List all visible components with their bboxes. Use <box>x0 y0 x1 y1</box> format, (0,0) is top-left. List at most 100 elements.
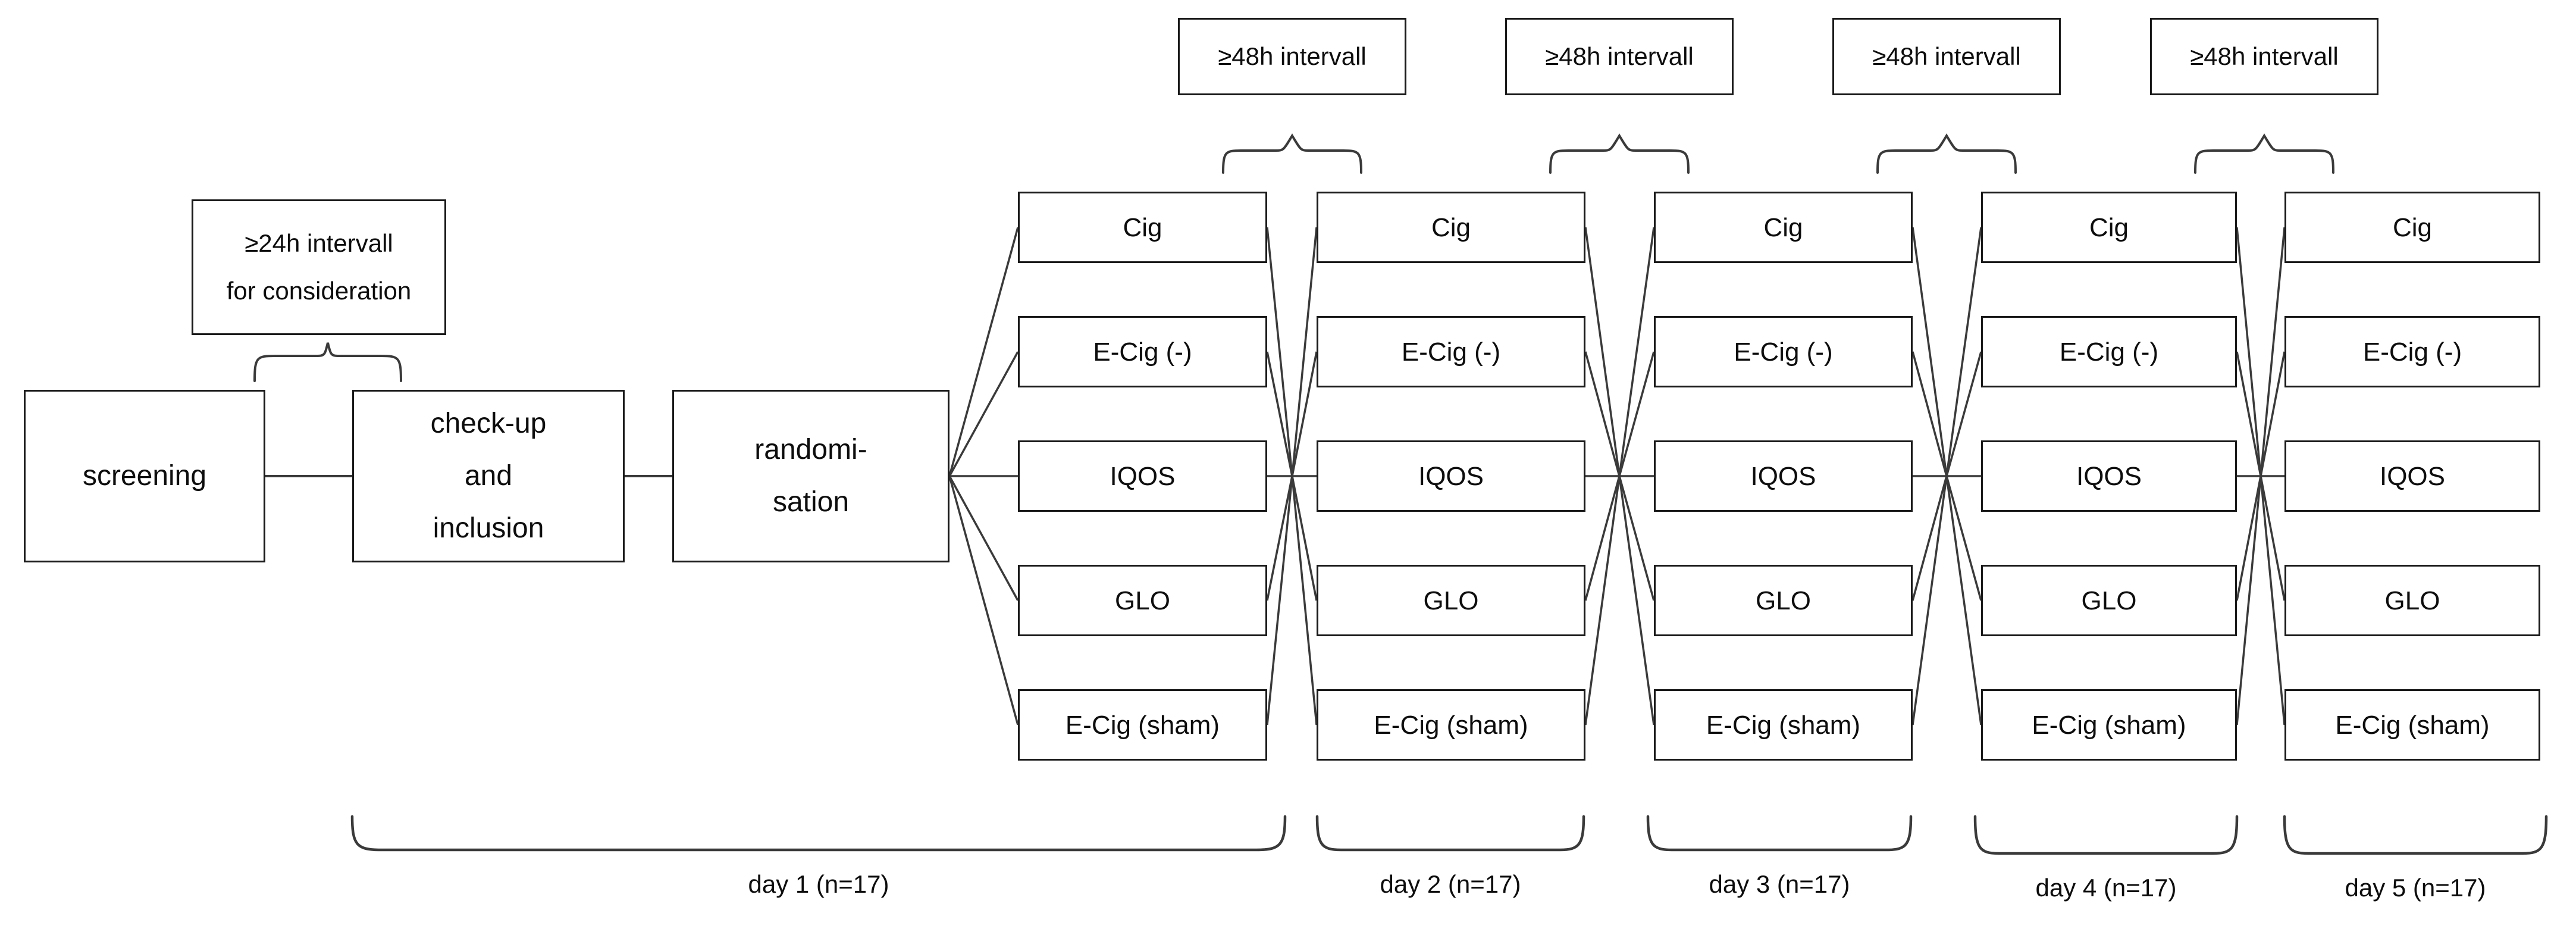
interval-note-label-3: ≥48h intervall <box>1872 42 2021 70</box>
arm-label: E-Cig (sham) <box>2032 710 2186 740</box>
arm-label: Cig <box>1763 212 1803 242</box>
arm-box-day3-iqos[interactable]: IQOS <box>1654 440 1913 512</box>
cross-3-right-1 <box>1945 227 1982 477</box>
cross-4-left-1 <box>2236 227 2262 477</box>
brace-consideration <box>253 342 402 382</box>
day-label-3: day 3 (n=17) <box>1709 870 1850 898</box>
bracket-day-4 <box>1973 815 2239 855</box>
arm-box-day2-cig[interactable]: Cig <box>1317 192 1585 263</box>
cross-3-left-2 <box>1911 351 1948 477</box>
cross-2-right-4 <box>1618 476 1655 601</box>
arm-box-day5-ecig-neg[interactable]: E-Cig (-) <box>2284 316 2540 387</box>
cross-2-left-5 <box>1584 476 1621 725</box>
cross-4-left-2 <box>2236 351 2262 477</box>
cross-1-right-4 <box>1291 476 1318 601</box>
note-box-interval-2[interactable]: ≥48h intervall <box>1505 18 1734 95</box>
arm-label: E-Cig (-) <box>2362 337 2462 367</box>
cross-3-right-2 <box>1945 351 1982 477</box>
arm-label: Cig <box>1431 212 1471 242</box>
brace-interval-2 <box>1549 133 1690 174</box>
interval-note-label-2: ≥48h intervall <box>1545 42 1694 70</box>
day-label-5: day 5 (n=17) <box>2345 874 2486 902</box>
arm-box-day1-ecig-neg[interactable]: E-Cig (-) <box>1018 316 1267 387</box>
arm-box-day1-cig[interactable]: Cig <box>1018 192 1267 263</box>
arm-box-day3-ecig-neg[interactable]: E-Cig (-) <box>1654 316 1913 387</box>
interval-note-label-1: ≥48h intervall <box>1218 42 1367 70</box>
cross-1-left-2 <box>1266 351 1293 477</box>
day-label-1: day 1 (n=17) <box>748 870 889 898</box>
arm-box-day2-ecig-neg[interactable]: E-Cig (-) <box>1317 316 1585 387</box>
bracket-day-5 <box>2283 815 2548 855</box>
arm-label: E-Cig (-) <box>2059 337 2159 367</box>
cross-1-left-4 <box>1266 476 1293 601</box>
arm-box-day2-glo[interactable]: GLO <box>1317 565 1585 636</box>
cross-1-right-2 <box>1291 351 1318 477</box>
cross-2-right-2 <box>1618 351 1655 477</box>
cross-1-right-5 <box>1291 476 1318 725</box>
stage-label-checkup-line3: inclusion <box>433 512 544 544</box>
bracket-day-1 <box>350 815 1287 852</box>
arm-box-day2-ecig-sham[interactable]: E-Cig (sham) <box>1317 689 1585 761</box>
arm-box-day4-ecig-sham[interactable]: E-Cig (sham) <box>1981 689 2237 761</box>
cross-2-right-5 <box>1618 476 1655 725</box>
bracket-day-2 <box>1315 815 1585 852</box>
bracket-day-3 <box>1646 815 1913 852</box>
arm-box-day2-iqos[interactable]: IQOS <box>1317 440 1585 512</box>
cross-4-right-2 <box>2260 351 2286 477</box>
stage-box-checkup-and-inclusion[interactable]: check-up and inclusion <box>352 390 625 562</box>
arm-label: GLO <box>1756 586 1811 615</box>
arm-label: E-Cig (sham) <box>2335 710 2490 740</box>
cross-1-right-1 <box>1291 227 1318 477</box>
arm-label: E-Cig (sham) <box>1706 710 1861 740</box>
interval-note-label-4: ≥48h intervall <box>2190 42 2339 70</box>
arm-box-day4-glo[interactable]: GLO <box>1981 565 2237 636</box>
arm-box-day4-ecig-neg[interactable]: E-Cig (-) <box>1981 316 2237 387</box>
arm-box-day5-ecig-sham[interactable]: E-Cig (sham) <box>2284 689 2540 761</box>
cross-1-left-5 <box>1266 476 1293 725</box>
arm-box-day3-cig[interactable]: Cig <box>1654 192 1913 263</box>
fan-randomisation-arm-2 <box>948 351 1019 477</box>
arm-box-day3-ecig-sham[interactable]: E-Cig (sham) <box>1654 689 1913 761</box>
arm-label: IQOS <box>2076 461 2142 491</box>
stage-label-checkup-line1: check-up <box>430 408 547 439</box>
cross-4-right-1 <box>2260 227 2286 477</box>
arm-label: Cig <box>2089 212 2129 242</box>
note-box-interval-1[interactable]: ≥48h intervall <box>1178 18 1406 95</box>
arm-label: Cig <box>1123 212 1162 242</box>
stage-box-screening[interactable]: screening <box>24 390 265 562</box>
note-box-interval-4[interactable]: ≥48h intervall <box>2150 18 2378 95</box>
arm-label: E-Cig (sham) <box>1065 710 1220 740</box>
arm-box-day4-cig[interactable]: Cig <box>1981 192 2237 263</box>
arm-label: E-Cig (sham) <box>1374 710 1528 740</box>
arm-box-day5-cig[interactable]: Cig <box>2284 192 2540 263</box>
arm-box-day5-glo[interactable]: GLO <box>2284 565 2540 636</box>
stage-label-randomisation-line1: randomi- <box>754 434 867 465</box>
stage-label-randomisation-line2: sation <box>772 486 850 518</box>
cross-4-left-5 <box>2236 476 2262 725</box>
note-box-consideration-interval[interactable]: ≥24h intervall for consideration <box>192 199 446 335</box>
stage-box-randomisation[interactable]: randomi- sation <box>672 390 949 562</box>
arm-box-day1-iqos[interactable]: IQOS <box>1018 440 1267 512</box>
arm-label: IQOS <box>1110 461 1176 491</box>
fan-randomisation-arm-5 <box>948 476 1019 725</box>
stage-label-screening: screening <box>82 460 207 492</box>
day-label-2: day 2 (n=17) <box>1380 870 1521 898</box>
arm-label: IQOS <box>2379 461 2446 491</box>
arm-box-day4-iqos[interactable]: IQOS <box>1981 440 2237 512</box>
arm-label: GLO <box>1115 586 1170 615</box>
arm-box-day3-glo[interactable]: GLO <box>1654 565 1913 636</box>
arm-label: GLO <box>1423 586 1479 615</box>
cross-4-right-5 <box>2260 476 2286 725</box>
arm-box-day1-ecig-sham[interactable]: E-Cig (sham) <box>1018 689 1267 761</box>
arm-box-day1-glo[interactable]: GLO <box>1018 565 1267 636</box>
arm-label: Cig <box>2392 212 2433 242</box>
cross-4-right-4 <box>2260 476 2286 601</box>
note-box-interval-3[interactable]: ≥48h intervall <box>1832 18 2061 95</box>
cross-4-left-4 <box>2236 476 2262 601</box>
cross-2-left-1 <box>1584 227 1621 477</box>
arm-box-day5-iqos[interactable]: IQOS <box>2284 440 2540 512</box>
consideration-note-line1: ≥24h intervall <box>245 229 393 257</box>
cross-3-left-5 <box>1911 476 1948 725</box>
cross-2-left-2 <box>1584 351 1621 477</box>
